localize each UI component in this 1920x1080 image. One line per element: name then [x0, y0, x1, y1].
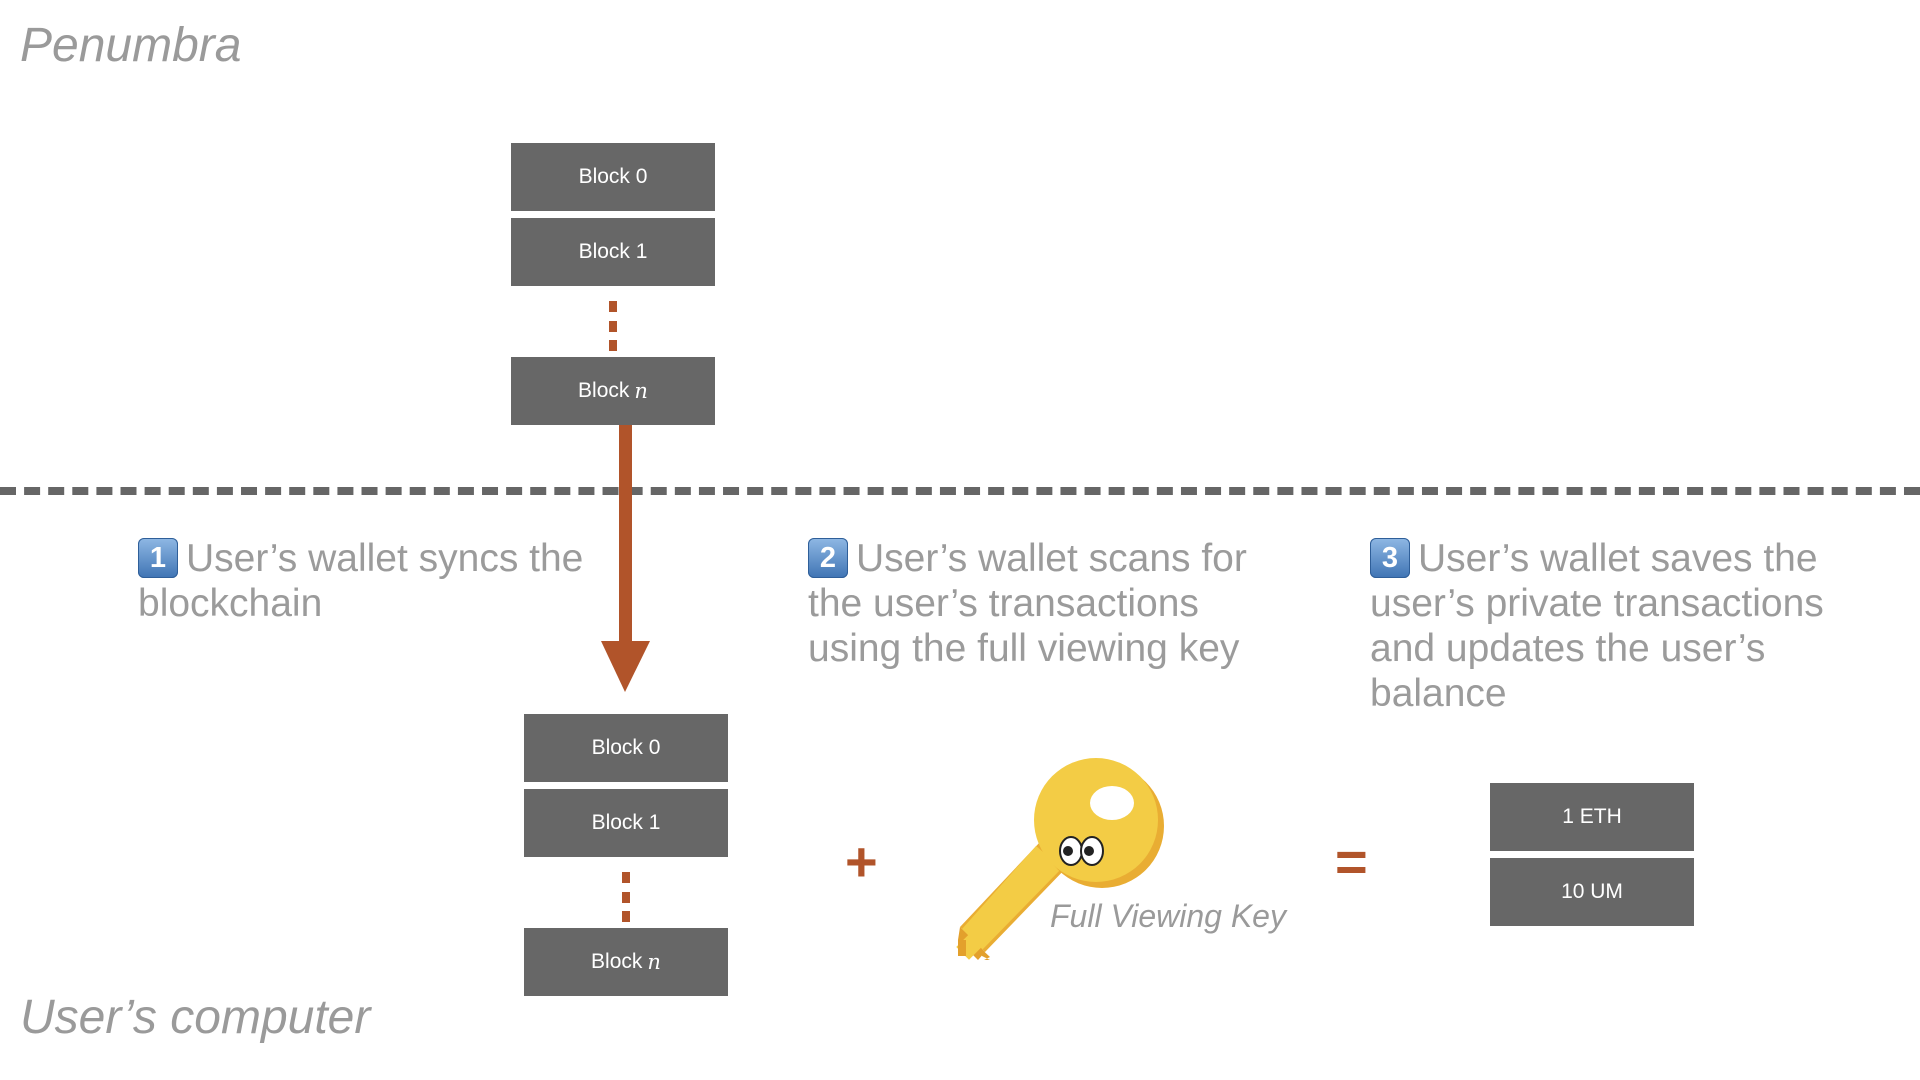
region-label-penumbra: Penumbra	[20, 19, 242, 72]
step-text: User’s wallet saves the user’s private t…	[1370, 537, 1824, 715]
step-number-badge: 2	[808, 538, 848, 578]
local-block-label: Block 1	[591, 811, 661, 834]
local-block-0: Block 0	[524, 714, 728, 782]
local-ellipsis	[622, 872, 630, 922]
balance-eth: 1 ETH	[1490, 783, 1694, 851]
local-block-1: Block 1	[524, 789, 728, 857]
chain-block-label: Block 1	[578, 240, 648, 263]
step-number-badge: 3	[1370, 538, 1410, 578]
step-number-badge: 1	[138, 538, 178, 578]
chain-block-n: Block n	[511, 357, 715, 425]
sync-arrow	[601, 425, 650, 692]
plus-operator: +	[845, 830, 878, 893]
chain-block-0: Block 0	[511, 143, 715, 211]
chain-block-label: Block 0	[578, 165, 648, 188]
local-block-variable: n	[647, 950, 661, 974]
chain-ellipsis	[609, 301, 617, 351]
balance-um: 10 UM	[1490, 858, 1694, 926]
chain-block-1: Block 1	[511, 218, 715, 286]
equals-operator: =	[1335, 830, 1368, 893]
balance-label: 10 UM	[1561, 880, 1623, 903]
step-text: User’s wallet syncs the blockchain	[138, 537, 584, 625]
key-label: Full Viewing Key	[1050, 898, 1286, 934]
chain-block-variable: n	[634, 379, 648, 403]
local-block-n: Block n	[524, 928, 728, 996]
local-block-label: Block	[591, 950, 643, 973]
chain-block-label: Block	[578, 379, 630, 402]
local-block-label: Block 0	[591, 736, 661, 759]
key-with-eyes-icon	[956, 758, 1164, 960]
balance-label: 1 ETH	[1562, 805, 1622, 828]
boundary-divider	[0, 487, 1920, 495]
step-text: User’s wallet scans for the user’s trans…	[808, 537, 1247, 670]
region-label-users-computer: User’s computer	[20, 991, 371, 1044]
